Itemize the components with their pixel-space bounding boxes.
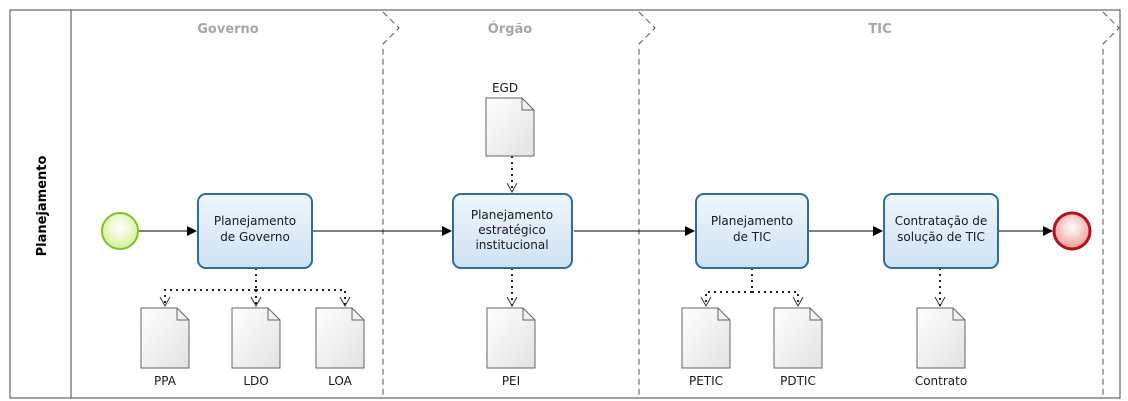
task-governo-line1: Planejamento: [214, 214, 296, 228]
task-estrategico-line1: Planejamento: [471, 208, 553, 222]
lane-title-orgao: Órgão: [488, 21, 533, 37]
lane-title-tic: TIC: [868, 22, 891, 37]
document-loa: LOA: [315, 307, 365, 388]
document-egd: EGD: [485, 81, 535, 157]
lane-separator-2: [638, 11, 656, 398]
start-event: [101, 212, 139, 250]
pool-frame: [9, 9, 1121, 399]
lane-separator-1: [382, 11, 400, 398]
task-estrategico-line2: estratégico: [478, 223, 546, 237]
task-contratacao-line1: Contratação de: [895, 214, 987, 228]
document-petic-label: PETIC: [689, 374, 723, 388]
end-event: [1052, 211, 1092, 251]
document-pdtic-label: PDTIC: [780, 374, 816, 388]
document-pei-label: PEI: [502, 374, 520, 388]
document-ldo: LDO: [231, 307, 281, 388]
data-associations: [159, 156, 946, 308]
document-ppa: PPA: [140, 307, 190, 388]
document-egd-label: EGD: [492, 81, 518, 95]
task-planejamento-estrategico: Planejamento estratégico institucional: [452, 193, 573, 269]
document-loa-label: LOA: [328, 374, 352, 388]
lane-separator-3: [1102, 11, 1120, 398]
task-contratacao: Contratação de solução de TIC: [883, 193, 999, 269]
task-planejamento-governo: Planejamento de Governo: [197, 193, 313, 269]
task-tic-line2: de TIC: [733, 230, 771, 244]
document-ppa-label: PPA: [154, 374, 177, 388]
document-contrato: Contrato: [915, 307, 967, 388]
document-pdtic: PDTIC: [773, 307, 823, 388]
task-governo-line2: de Governo: [220, 230, 290, 244]
task-contratacao-line2: solução de TIC: [897, 230, 985, 244]
task-planejamento-tic: Planejamento de TIC: [695, 193, 809, 269]
document-contrato-label: Contrato: [915, 374, 967, 388]
document-pei: PEI: [486, 307, 536, 388]
document-petic: PETIC: [681, 307, 731, 388]
pool-title: Planejamento: [35, 156, 50, 257]
task-tic-line1: Planejamento: [711, 214, 793, 228]
task-estrategico-line3: institucional: [475, 238, 548, 252]
lane-title-governo: Governo: [197, 22, 259, 37]
document-ldo-label: LDO: [243, 374, 268, 388]
